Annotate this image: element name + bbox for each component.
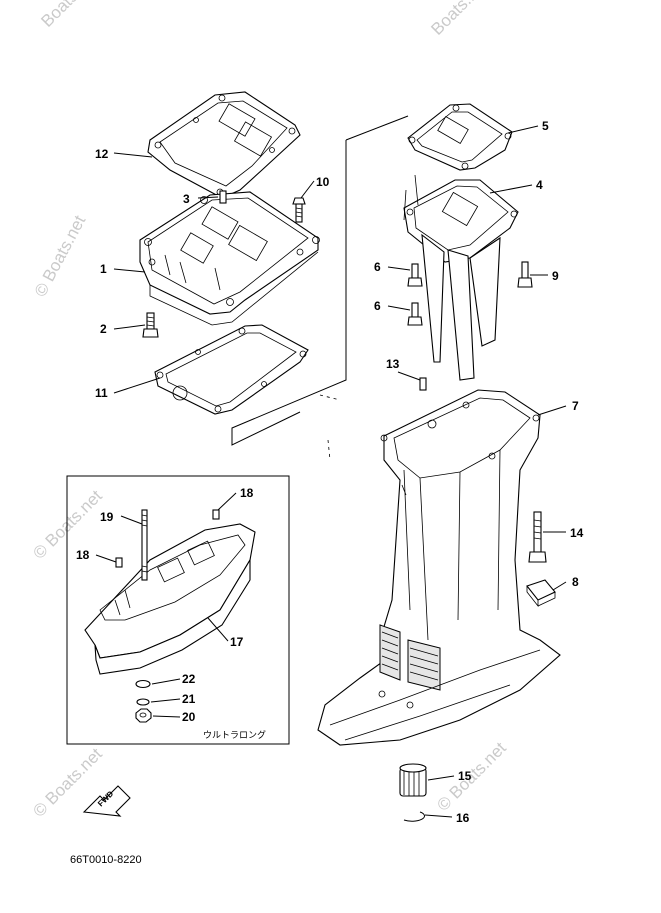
assembly-bracket [231,115,409,461]
watermark-bottom-right: © Boats.net [433,738,510,815]
bolt-9 [517,261,533,288]
part-label-8: 8 [572,575,579,589]
part-label-18-right: 18 [240,486,254,500]
inset-caption: ウルトラロング [203,729,266,741]
bush-15 [399,763,427,797]
part-label-6-upper: 6 [374,260,381,274]
pin-18-left [115,557,123,568]
part-label-13: 13 [386,357,400,371]
pin-18-right [212,509,220,520]
part-label-5: 5 [542,119,549,133]
part-label-7: 7 [572,399,579,413]
part-label-15: 15 [458,769,472,783]
part-label-18-left: 18 [76,548,90,562]
upper-casing-1 [139,191,320,326]
inset-ultra-long [66,475,290,745]
dowel-pin-3 [219,190,227,204]
bolt-2 [142,312,159,338]
part-label-19: 19 [100,510,114,524]
diagram-code: 66T0010-8220 [70,854,142,866]
part-label-10: 10 [316,175,330,189]
bolt-6-lower [407,302,423,326]
part-label-12: 12 [95,147,109,161]
bolt-14 [528,511,547,563]
part-labels: 12 3 10 1 2 11 5 4 6 9 6 13 7 14 8 15 16… [76,119,584,825]
part-label-14: 14 [570,526,584,540]
part-label-6-lower: 6 [374,299,381,313]
gasket-11 [154,324,309,415]
pin-13 [419,377,427,391]
part-label-20: 20 [182,710,196,724]
bolt-10 [292,197,306,223]
leader-lines [95,125,567,818]
part-label-2: 2 [100,322,107,336]
gasket-5 [407,103,513,171]
watermark-inset: © Boats.net [29,486,106,563]
part-label-9: 9 [552,269,559,283]
watermark-top-right: Boats.net [427,0,491,39]
grommet-8 [526,579,556,608]
part-label-17: 17 [230,635,244,649]
part-label-21: 21 [182,692,196,706]
bolt-6-upper [407,263,423,287]
part-label-22: 22 [182,672,196,686]
part-label-3: 3 [183,192,190,206]
lower-casing-7 [317,389,561,746]
part-label-1: 1 [100,262,107,276]
gasket-12 [147,91,301,199]
part-label-16: 16 [456,811,470,825]
watermark-top-left: Boats.net [37,0,101,31]
part-label-4: 4 [536,178,543,192]
watermark-left: © Boats.net [31,212,90,300]
fwd-arrow-icon: FWD [82,785,131,817]
part-label-11: 11 [95,386,108,400]
circlip-16 [403,811,425,822]
exhaust-guide-4 [403,174,519,381]
